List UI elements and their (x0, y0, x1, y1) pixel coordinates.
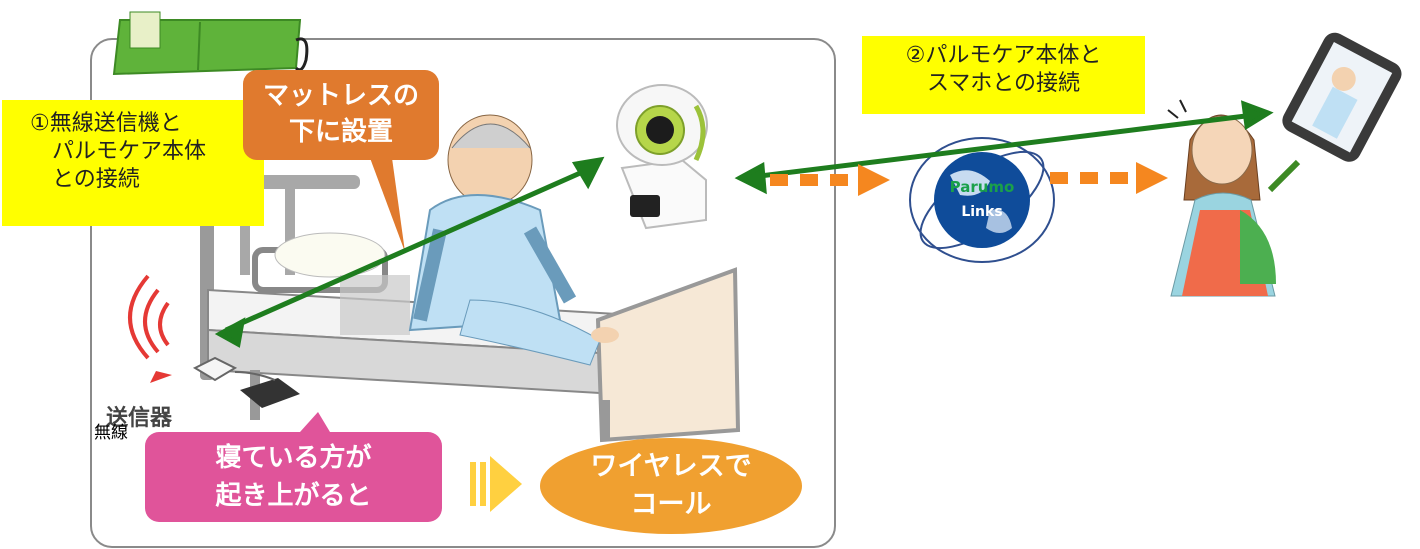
wireless-label: 無線 (94, 423, 128, 443)
parumo-camera-icon (616, 84, 708, 230)
wireless-transmitter-icon (128, 274, 300, 408)
globe-text-line1: Parumo (950, 178, 1015, 196)
step1-label: ①無線送信機と パルモケア本体 との接続 (2, 100, 264, 226)
connection-arrow-2 (734, 100, 1274, 195)
result-bubble: ワイヤレスで コール (540, 438, 802, 534)
parumo-links-globe-icon: Parumo Links (909, 137, 1055, 263)
mattress-note-line1: マットレスの (262, 81, 419, 111)
data-flow-arrow-2 (1050, 162, 1168, 194)
trigger-line2: 起き上がると (215, 481, 372, 511)
trigger-bubble: 寝ている方が 起き上がると (145, 432, 442, 522)
result-line1: ワイヤレスで (590, 451, 752, 482)
step2-line2: スマホとの接続 (926, 71, 1081, 96)
trigger-bubble-pointer (300, 412, 330, 432)
mattress-note-line2: 下に設置 (288, 117, 393, 147)
flow-arrow-icon (470, 456, 522, 512)
caregiver-woman-illustration (1167, 99, 1301, 297)
sender-label: 送信器 (106, 406, 173, 431)
step1-line3: との接続 (52, 167, 140, 192)
mattress-sensor-icon (112, 11, 309, 76)
step2-line1: ②パルモケア本体と (905, 43, 1102, 68)
connection-arrow-1 (214, 156, 605, 348)
step1-line1: ①無線送信機と (30, 111, 182, 136)
trigger-line1: 寝ている方が (215, 443, 372, 473)
step2-label: ②パルモケア本体と スマホとの接続 (862, 36, 1145, 114)
smartphone-icon (1282, 32, 1402, 162)
mattress-bubble-pointer (370, 158, 405, 252)
elderly-man-illustration (408, 114, 619, 366)
data-flow-arrow-1 (770, 164, 890, 196)
globe-text-line2: Links (961, 204, 1002, 220)
step1-line2: パルモケア本体 (52, 139, 207, 164)
result-line2: コール (630, 489, 712, 520)
mattress-note-bubble: マットレスの 下に設置 (243, 70, 439, 160)
